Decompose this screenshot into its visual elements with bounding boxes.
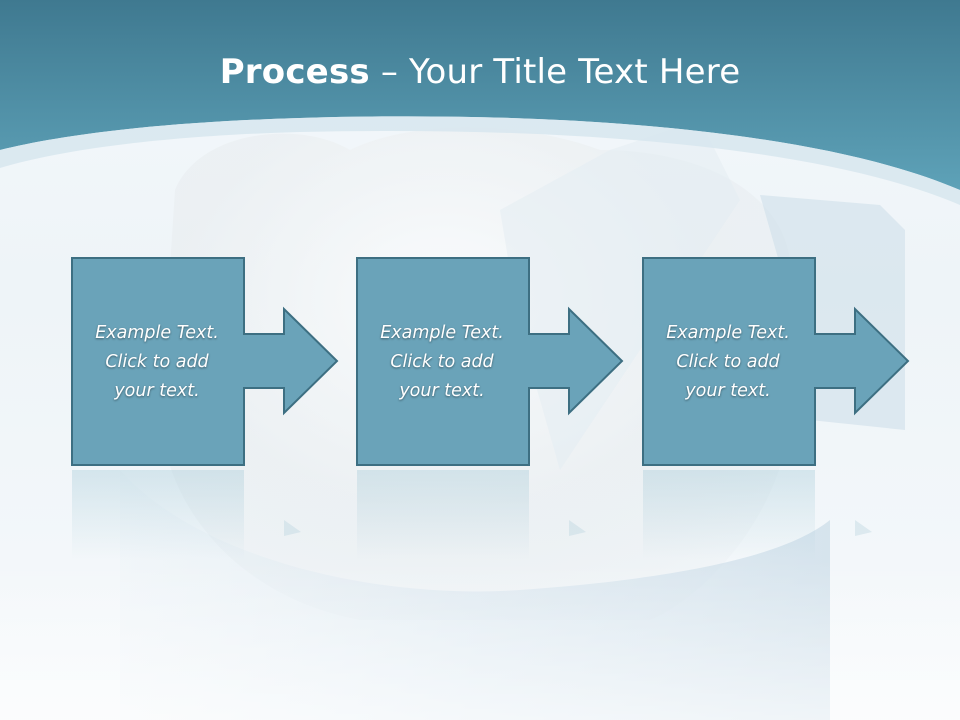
step-2-text[interactable]: Example Text. Click to add your text. xyxy=(380,322,504,401)
slide-title[interactable]: Process – Your Title Text Here xyxy=(0,52,960,92)
step-2-arrow-shape xyxy=(356,257,624,466)
title-rest-part: – Your Title Text Here xyxy=(369,52,741,92)
step-1-reflection xyxy=(71,470,411,560)
step-3-text[interactable]: Example Text. Click to add your text. xyxy=(666,322,790,401)
step-3-arrow-shape xyxy=(642,257,910,466)
process-step-2[interactable]: Example Text. Click to add your text. xyxy=(356,257,696,467)
title-bold-part: Process xyxy=(219,52,370,92)
step-2-reflection xyxy=(356,470,696,560)
process-step-3[interactable]: Example Text. Click to add your text. xyxy=(642,257,960,467)
step-1-arrow-shape xyxy=(71,257,339,466)
step-1-text[interactable]: Example Text. Click to add your text. xyxy=(95,322,219,401)
step-3-reflection xyxy=(642,470,960,560)
process-step-1[interactable]: Example Text. Click to add your text. xyxy=(71,257,411,467)
